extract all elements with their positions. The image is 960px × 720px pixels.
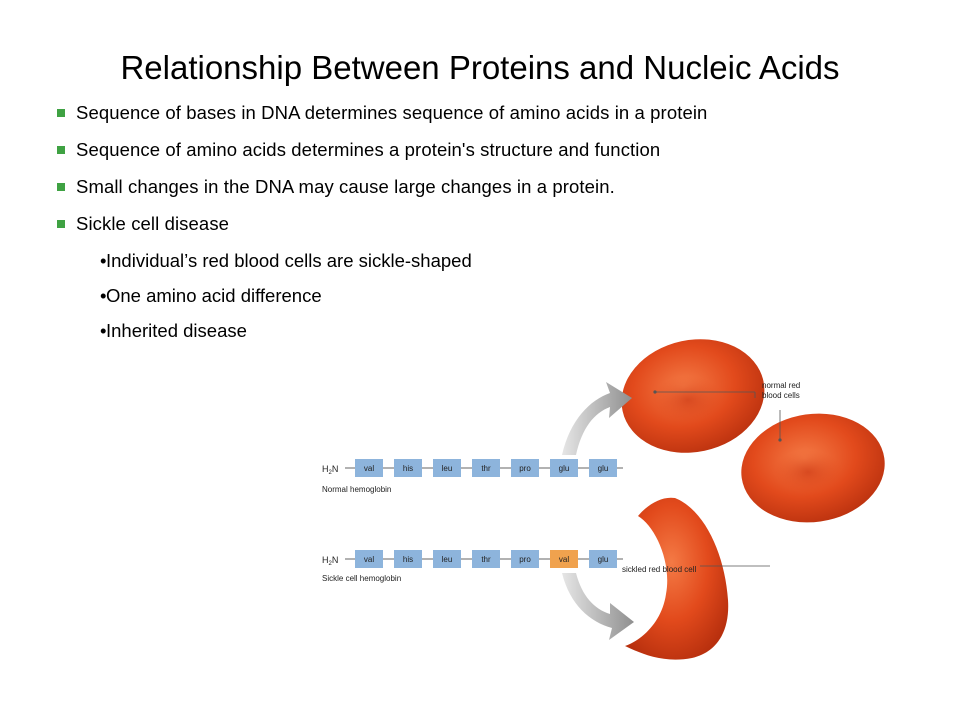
amino-acid-label: pro [519,555,531,564]
amino-acid-box [472,550,500,568]
sickled-cell-label: sickled red blood cell [622,565,696,574]
amino-acid-label: leu [442,464,453,473]
amino-acid-box [511,459,539,477]
amino-acid-label: leu [442,555,453,564]
bullet-list: Sequence of bases in DNA determines sequ… [56,100,936,353]
sickle-hemoglobin-label: Sickle cell hemoglobin [322,574,401,583]
bullet-text: Sequence of bases in DNA determines sequ… [76,102,708,123]
bullet-text: Sequence of amino acids determines a pro… [76,139,661,160]
amino-acid-box [433,459,461,477]
sub-bullet-item: • One amino acid difference [56,283,936,309]
dot-bullet-icon: • [100,320,107,341]
amino-acid-label: val [364,464,374,473]
slide-title: Relationship Between Proteins and Nuclei… [120,49,840,86]
amino-acid-box [394,550,422,568]
bullet-text: Small changes in the DNA may cause large… [76,176,615,197]
normal-hemoglobin-chain: H2N val his leu thr pro glu glu [322,459,623,477]
sub-bullet-text: One amino acid difference [106,285,322,306]
amino-acid-label: thr [481,555,491,564]
hemoglobin-figure: normal red blood cells sickled red blood… [322,339,885,660]
square-bullet-icon [57,146,65,154]
amino-acid-box [433,550,461,568]
normal-hemoglobin-label: Normal hemoglobin [322,485,391,494]
dot-bullet-icon: • [100,250,107,271]
amino-acid-label: his [403,555,413,564]
bullet-item: Sequence of amino acids determines a pro… [56,137,936,163]
amino-acid-label: pro [519,464,531,473]
amino-acid-label: glu [598,555,609,564]
arrow-to-sickled-icon [562,573,634,640]
amino-acid-label: glu [598,464,609,473]
amino-acid-box [589,550,617,568]
amino-acid-label: his [403,464,413,473]
bullet-item: Small changes in the DNA may cause large… [56,174,936,200]
sub-bullet-text: Individual’s red blood cells are sickle-… [106,250,472,271]
amino-acid-box [394,459,422,477]
sickled-cell [625,497,729,660]
bullet-item: Sickle cell disease [56,211,936,237]
amino-acid-box [355,550,383,568]
amino-acid-label: val [559,555,569,564]
bullet-item: Sequence of bases in DNA determines sequ… [56,100,936,126]
square-bullet-icon [57,109,65,117]
amino-acid-box [355,459,383,477]
square-bullet-icon [57,220,65,228]
chain-h2n-label: H2N [322,555,338,567]
sub-bullet-item: • Inherited disease [56,318,936,344]
amino-acid-box-mutant [550,550,578,568]
amino-acid-box [472,459,500,477]
normal-cell-top [621,339,765,453]
arrow-to-normal-icon [562,382,632,455]
amino-acid-box [550,459,578,477]
normal-cell-bottom [741,413,885,523]
amino-acid-label: thr [481,464,491,473]
normal-cells-label: blood cells [762,391,800,400]
amino-acid-label: glu [559,464,570,473]
amino-acid-box [511,550,539,568]
bullet-text: Sickle cell disease [76,213,230,234]
sickle-hemoglobin-chain: H2N val his leu thr pro val glu [322,550,623,568]
amino-acid-box [589,459,617,477]
normal-cells-label: normal red [762,381,800,390]
amino-acid-label: val [364,555,374,564]
sub-bullet-text: Inherited disease [106,320,247,341]
sub-bullet-item: • Individual’s red blood cells are sickl… [56,248,936,274]
square-bullet-icon [57,183,65,191]
chain-h2n-label: H2N [322,464,338,476]
dot-bullet-icon: • [100,285,107,306]
